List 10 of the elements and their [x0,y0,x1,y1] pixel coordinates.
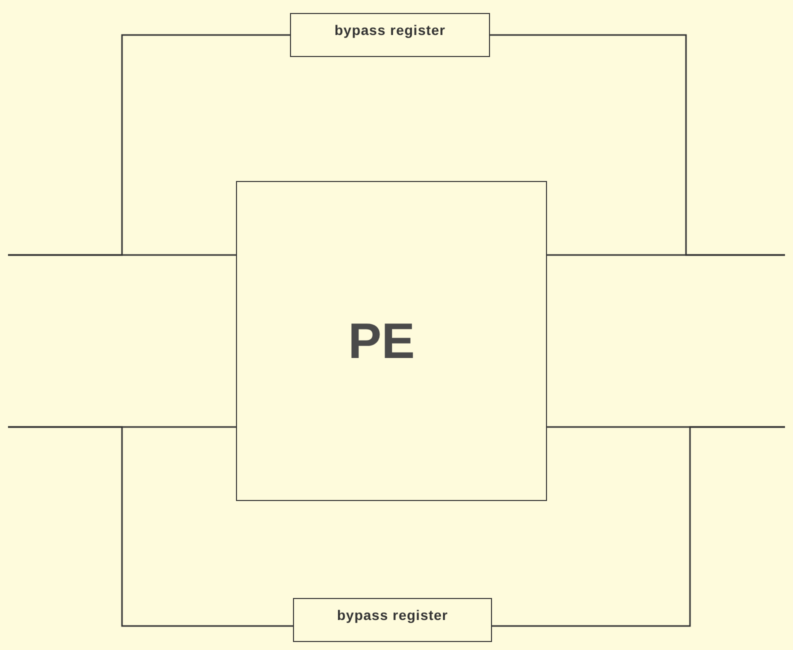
register-label: bypass register [337,607,448,623]
processing-element-box [236,181,547,501]
connector-line [8,426,293,627]
register-box [290,13,490,57]
connector-line [8,34,290,256]
block-label: PE [348,312,415,370]
connector-line [490,34,785,256]
connector-line [492,426,785,627]
register-box [293,598,492,642]
register-label: bypass register [334,22,446,38]
